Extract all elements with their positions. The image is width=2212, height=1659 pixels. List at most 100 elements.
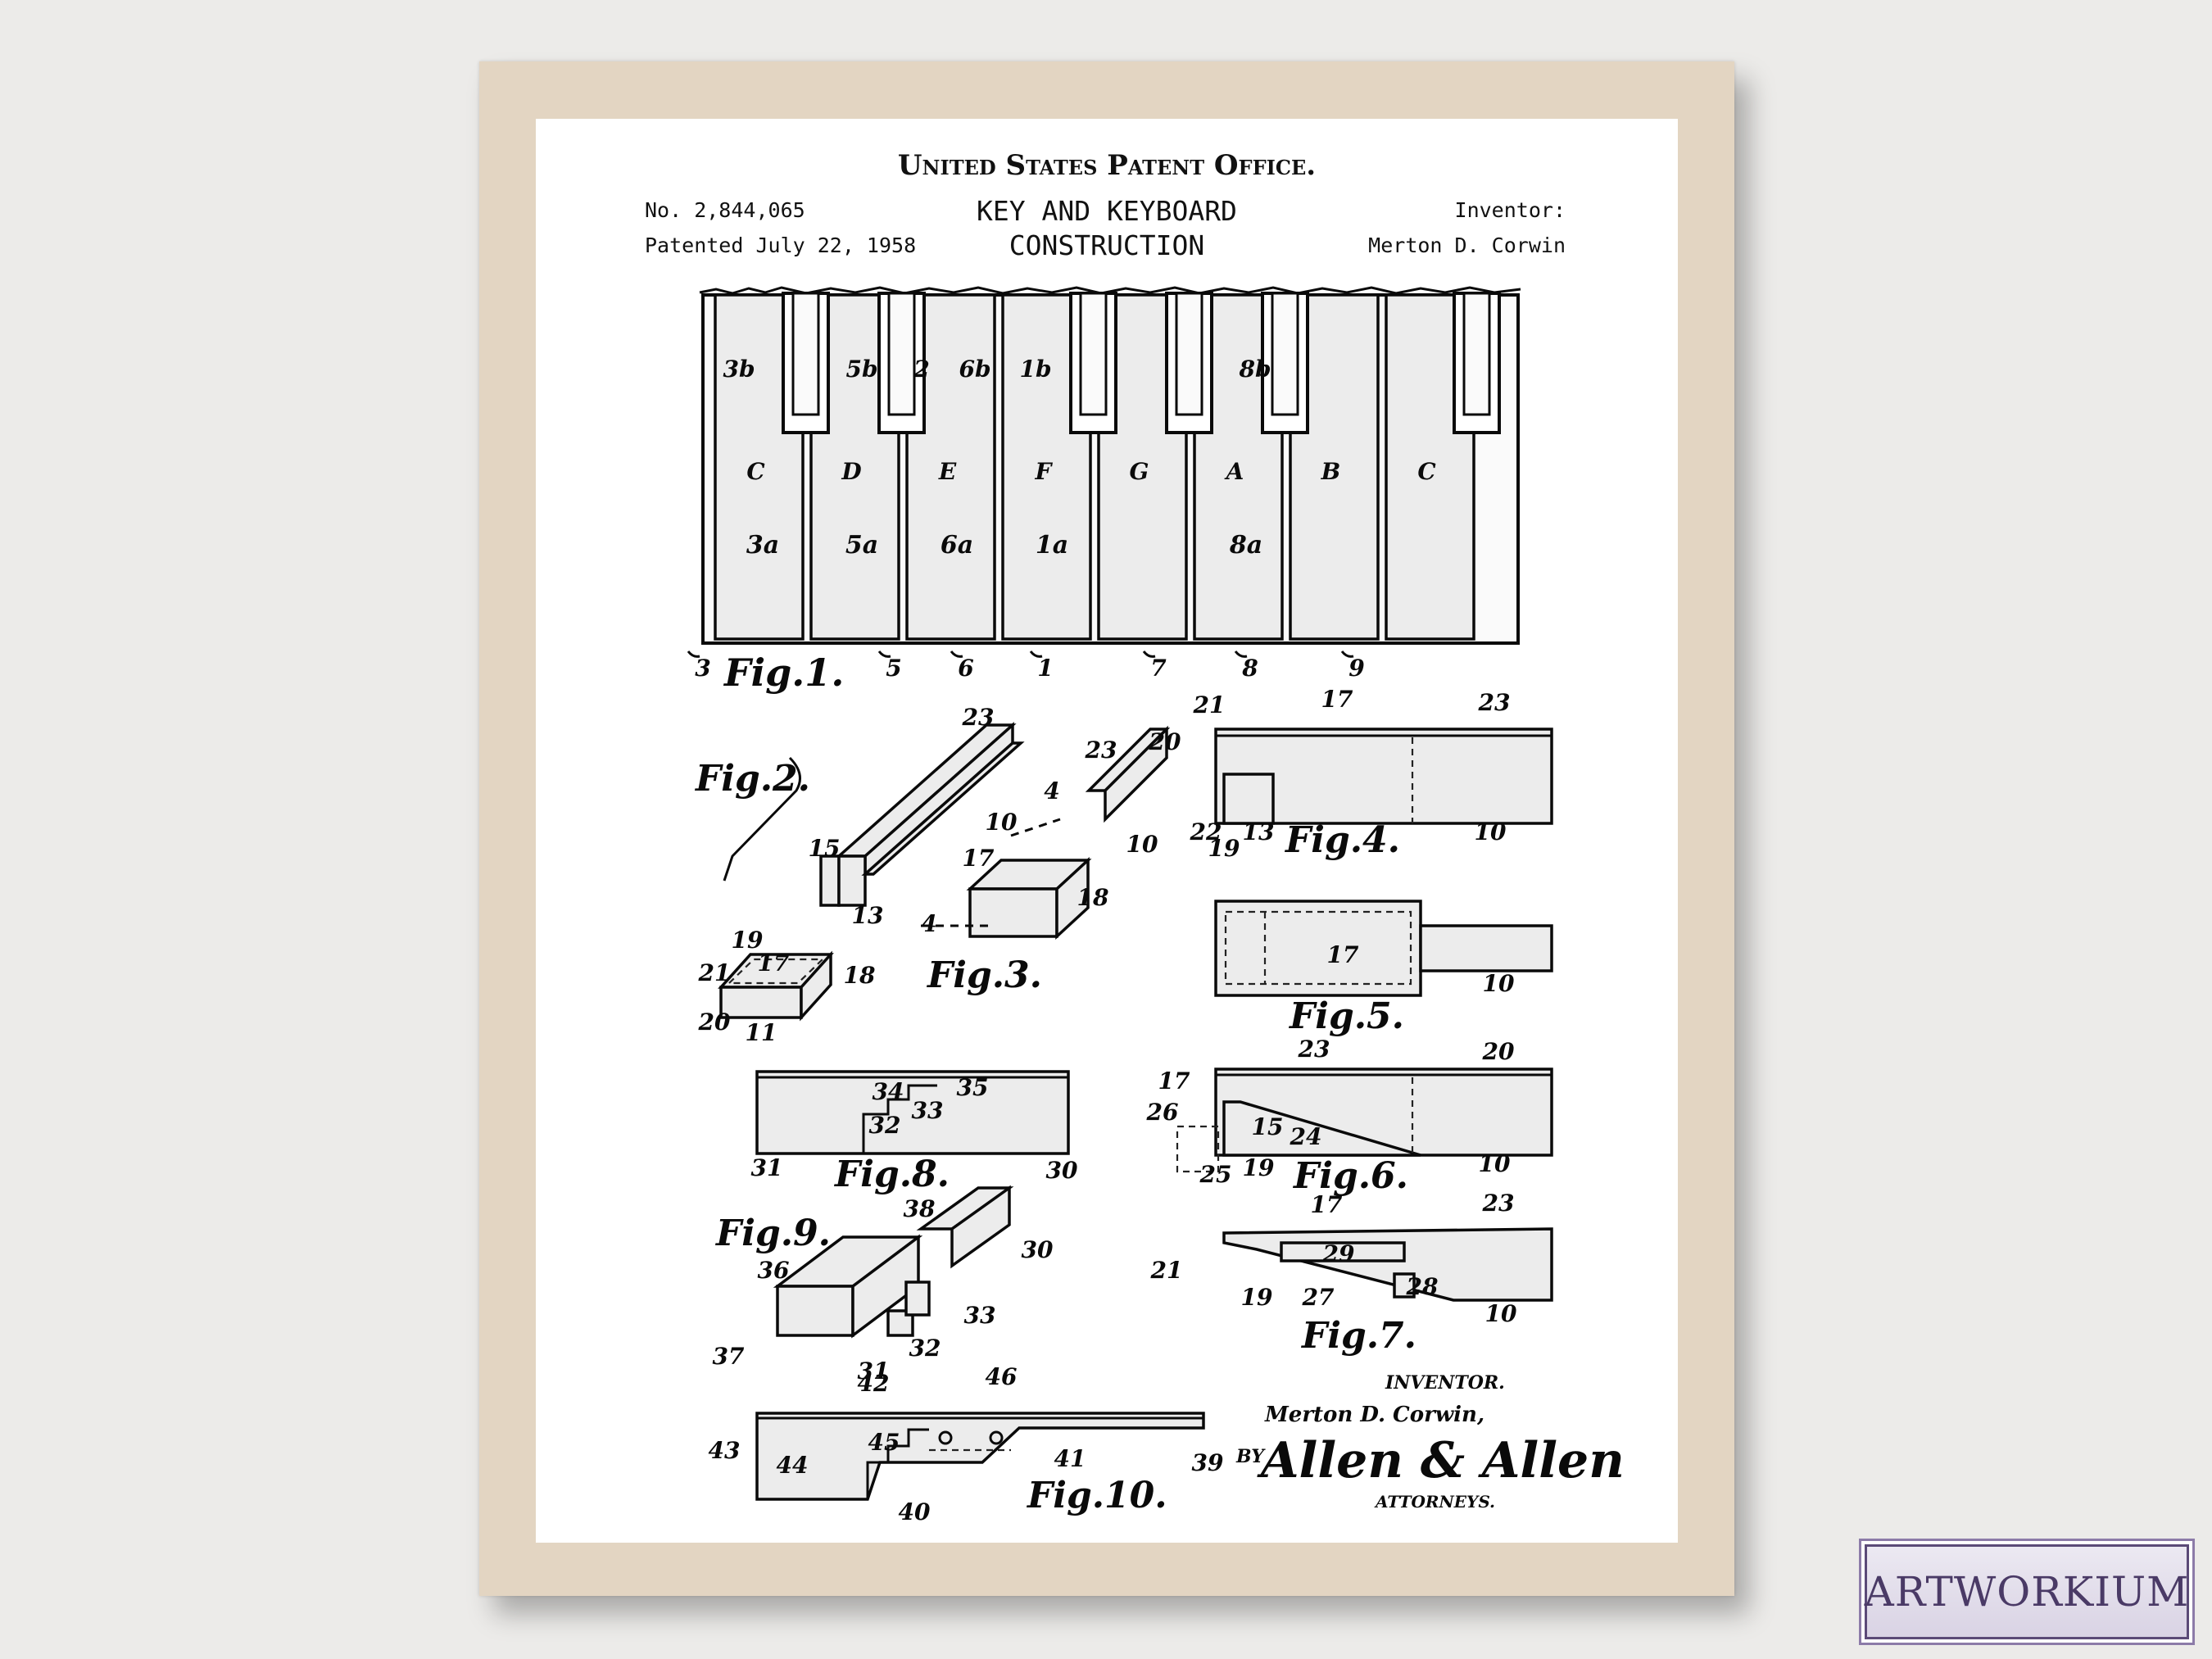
ref-number: 15 xyxy=(809,835,841,862)
ref-number: 10 xyxy=(1475,818,1507,845)
key-note-label: C xyxy=(1417,458,1436,485)
ref-number: 23 xyxy=(1478,689,1511,716)
patent-drawing: United States Patent Office. No. 2,844,0… xyxy=(645,149,1625,1525)
ref-number: 17 xyxy=(963,845,995,872)
ref-number: 6a xyxy=(941,531,973,560)
ref-number: 5b xyxy=(845,356,877,383)
ref-number: 19 xyxy=(1241,1284,1273,1311)
ref-number: 42 xyxy=(858,1370,890,1397)
inventor-name: Merton D. Corwin xyxy=(1368,233,1566,257)
ref-number: 23 xyxy=(1298,1036,1330,1063)
patent-date: Patented July 22, 1958 xyxy=(645,233,916,257)
fig9-label: Fig.9. xyxy=(714,1213,831,1254)
key-note-label: B xyxy=(1321,458,1341,485)
ref-number: 8b xyxy=(1238,356,1271,383)
ref-number: 17 xyxy=(758,950,790,977)
ref-number: 21 xyxy=(698,959,731,986)
fig2-label: Fig.2. xyxy=(694,758,810,800)
attorney-signature: Allen & Allen xyxy=(1257,1432,1625,1489)
ref-number: 36 xyxy=(758,1257,790,1284)
ref-number: 3 xyxy=(695,655,710,682)
ref-number: 35 xyxy=(957,1074,989,1101)
fig6-drawing: Fig.6. xyxy=(1176,1067,1553,1197)
black-key-inner xyxy=(887,292,916,416)
fig5-label: Fig.5. xyxy=(1288,995,1404,1037)
ref-number: 13 xyxy=(1243,818,1275,845)
ref-number: 10 xyxy=(986,809,1018,836)
inventor-label: Inventor: xyxy=(1455,198,1566,222)
ref-number: 6b xyxy=(959,356,990,383)
fig3-drawing: Fig.3. xyxy=(921,725,1171,996)
patent-title-line2: CONSTRUCTION xyxy=(1009,229,1204,261)
ref-number: 4 xyxy=(1044,777,1059,805)
ref-number: 19 xyxy=(1208,835,1240,862)
ref-number: 11 xyxy=(746,1019,777,1046)
ref-number: 34 xyxy=(873,1078,904,1105)
ref-number: 32 xyxy=(869,1112,901,1139)
black-key-inner xyxy=(791,292,820,416)
ref-number: 20 xyxy=(1482,1038,1515,1065)
ref-number: 4 xyxy=(921,910,936,937)
fig10-label: Fig.10. xyxy=(1026,1475,1167,1516)
ref-number: 26 xyxy=(1146,1099,1179,1126)
ref-number: 27 xyxy=(1302,1284,1335,1311)
fig7-drawing: Fig.7. xyxy=(1222,1227,1553,1357)
ref-number: 25 xyxy=(1199,1161,1232,1188)
ref-number: 46 xyxy=(986,1363,1018,1390)
fig5-drawing: Fig.5. xyxy=(1214,900,1553,1037)
ref-number: 21 xyxy=(1150,1257,1183,1284)
patent-office-title: United States Patent Office. xyxy=(898,149,1316,182)
ref-number: 41 xyxy=(1054,1445,1086,1472)
ref-number: 20 xyxy=(1149,728,1181,755)
logo-text: ARTWORKIUM xyxy=(1864,1568,2190,1616)
ref-number: 10 xyxy=(1485,1300,1517,1327)
key-note-label: F xyxy=(1035,458,1054,485)
ref-number: 38 xyxy=(904,1195,936,1222)
ref-number: 1 xyxy=(1037,655,1053,682)
ref-number: 30 xyxy=(1046,1157,1078,1184)
ref-number: 8 xyxy=(1241,655,1258,682)
signature-by: BY xyxy=(1235,1446,1266,1467)
ref-number: 5a xyxy=(845,531,878,560)
ref-number: 21 xyxy=(1193,691,1226,718)
ref-number: 23 xyxy=(1085,737,1117,764)
ref-number: 10 xyxy=(1483,970,1515,997)
ref-number: 40 xyxy=(899,1498,931,1525)
ref-number: 23 xyxy=(962,704,995,731)
fig4-drawing: Fig.4. xyxy=(1214,728,1553,861)
ref-number: 32 xyxy=(909,1335,941,1362)
key-note-label: G xyxy=(1130,458,1149,485)
inventor-heading: INVENTOR. xyxy=(1385,1372,1505,1394)
ref-number: 8a xyxy=(1229,531,1262,560)
ref-number: 37 xyxy=(713,1343,745,1370)
ref-number: 33 xyxy=(912,1097,944,1124)
ref-number: 29 xyxy=(1322,1240,1355,1267)
black-key-inner xyxy=(1462,292,1491,416)
black-key-inner xyxy=(1079,292,1108,416)
ref-number: 6 xyxy=(958,655,973,682)
ref-number: 39 xyxy=(1192,1449,1224,1476)
ref-number: 33 xyxy=(964,1302,996,1329)
ref-number: 15 xyxy=(1252,1113,1284,1140)
signature-inventor-name: Merton D. Corwin, xyxy=(1264,1403,1484,1427)
ref-number: 30 xyxy=(1022,1236,1054,1263)
patent-number: No. 2,844,065 xyxy=(645,198,805,222)
ref-number: 9 xyxy=(1349,655,1364,682)
ref-number: 2 xyxy=(913,356,929,383)
ref-number: 7 xyxy=(1150,655,1167,682)
fig3-label: Fig.3. xyxy=(926,954,1042,996)
patent-title-line1: KEY AND KEYBOARD xyxy=(977,195,1237,227)
ref-number: 19 xyxy=(732,927,764,954)
ref-number: 23 xyxy=(1482,1190,1515,1217)
ref-number: 17 xyxy=(1158,1067,1190,1095)
white-key xyxy=(905,293,996,641)
ref-number: 22 xyxy=(1190,818,1222,845)
ref-number: 3b xyxy=(723,356,755,383)
fig6-label: Fig.6. xyxy=(1292,1155,1408,1197)
ref-number: 24 xyxy=(1290,1123,1322,1150)
fig7-label: Fig.7. xyxy=(1300,1315,1416,1357)
fig4-label: Fig.4. xyxy=(1284,819,1400,861)
ref-number: 1a xyxy=(1036,531,1068,560)
